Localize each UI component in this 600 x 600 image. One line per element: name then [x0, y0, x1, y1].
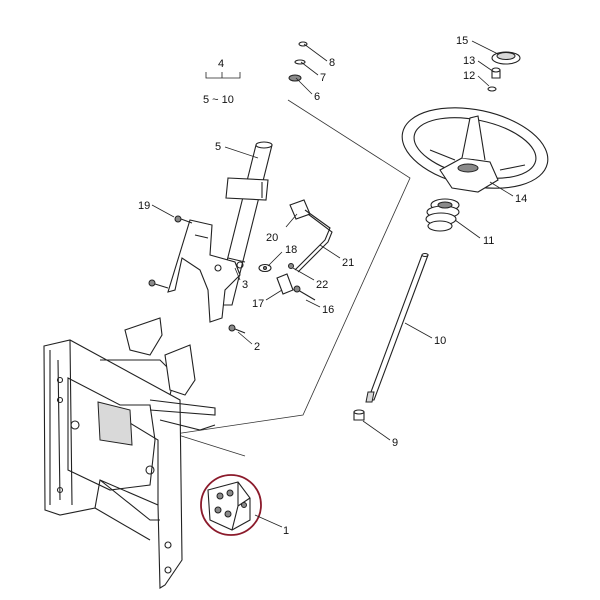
- label-21: 21: [342, 257, 354, 269]
- highlight-circle: [200, 474, 262, 536]
- bushing-17: [276, 273, 294, 295]
- column-bracket: [167, 219, 246, 323]
- label-4: 4: [218, 58, 224, 70]
- label-6: 6: [314, 91, 320, 103]
- label-13: 13: [463, 55, 475, 67]
- sleeve-9: [353, 409, 365, 421]
- label-14: 14: [515, 193, 527, 205]
- label-10: 10: [434, 335, 446, 347]
- label-8: 8: [329, 57, 335, 69]
- label-19: 19: [138, 200, 150, 212]
- label-12: 12: [463, 70, 475, 82]
- label-16: 16: [322, 304, 334, 316]
- leader-lines: [151, 40, 514, 528]
- bolt-19: [174, 215, 193, 224]
- steering-wheel: [401, 107, 549, 193]
- bolt-2: [228, 324, 246, 334]
- steering-valve: [207, 481, 251, 531]
- part-labels: 1 2 3 4 5 ~ 10 5 6 7 8 9 10 11 12 13 14 …: [138, 35, 527, 537]
- frame-panel: [43, 317, 216, 589]
- label-9: 9: [392, 437, 398, 449]
- label-3: 3: [242, 279, 248, 291]
- rubber-boot: [425, 198, 460, 232]
- bolt-16: [293, 285, 316, 301]
- washer-13: [491, 67, 501, 79]
- group-boundary-line: [174, 99, 411, 457]
- label-15: 15: [456, 35, 468, 47]
- label-1: 1: [283, 525, 289, 537]
- label-20: 20: [266, 232, 278, 244]
- label-18: 18: [285, 244, 297, 256]
- washer-18: [258, 263, 272, 273]
- steering-shaft: [365, 252, 429, 403]
- label-17: 17: [252, 298, 264, 310]
- shaft-clips: [288, 41, 308, 82]
- center-cap-15: [491, 51, 521, 65]
- label-11: 11: [483, 235, 494, 247]
- bolt-left: [148, 279, 169, 289]
- tilt-lever: [289, 199, 333, 273]
- label-22: 22: [316, 279, 328, 291]
- label-7: 7: [320, 72, 326, 84]
- label-2: 2: [254, 341, 260, 353]
- label-5: 5: [215, 141, 221, 153]
- label-4-range: 5 ~ 10: [203, 94, 234, 106]
- nut-12: [487, 86, 497, 92]
- nut-22: [288, 263, 294, 269]
